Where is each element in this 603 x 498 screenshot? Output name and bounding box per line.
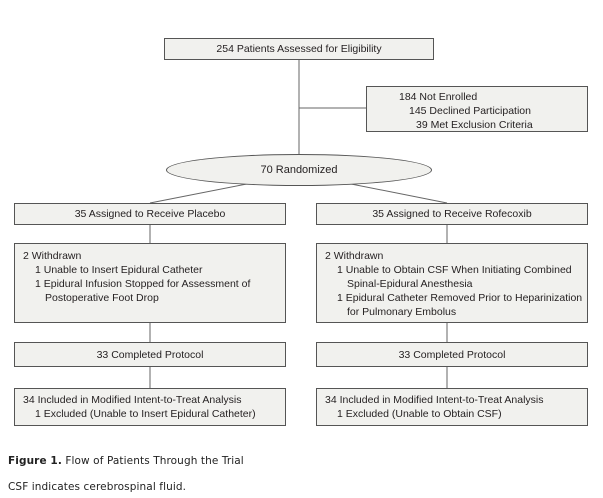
placebo-analysis-box: 34 Included in Modified Intent-to-Treat … xyxy=(14,388,286,426)
assessed-label: 254 Patients Assessed for Eligibility xyxy=(216,43,382,55)
not-enrolled-box: 184 Not Enrolled 145 Declined Participat… xyxy=(366,86,588,132)
flow-connectors xyxy=(149,59,448,388)
figure-caption: Figure 1. Flow of Patients Through the T… xyxy=(8,455,244,467)
placebo-withdrawn-item-2: 1 Epidural Infusion Stopped for Assessme… xyxy=(35,278,251,290)
declined-label: 145 Declined Participation xyxy=(409,105,531,117)
rofecoxib-excluded-label: 1 Excluded (Unable to Obtain CSF) xyxy=(337,408,502,420)
not-enrolled-title: 184 Not Enrolled xyxy=(399,91,478,103)
placebo-withdrawn-item-1: 1 Unable to Insert Epidural Catheter xyxy=(35,264,203,276)
rofecoxib-completed-label: 33 Completed Protocol xyxy=(398,348,506,361)
rofecoxib-withdrawn-item-1-cont: Spinal-Epidural Anesthesia xyxy=(347,278,473,290)
placebo-withdrawn-item-2-cont: Postoperative Foot Drop xyxy=(45,292,159,304)
rofecoxib-withdrawn-box: 2 Withdrawn 1 Unable to Obtain CSF When … xyxy=(316,243,588,323)
rofecoxib-withdrawn-item-2-cont: for Pulmonary Embolus xyxy=(347,306,457,318)
connector-randomized-rofecoxib xyxy=(335,180,448,204)
connector-randomized-placebo xyxy=(149,180,263,204)
placebo-completed-box: 33 Completed Protocol xyxy=(14,342,286,367)
placebo-assigned-box: 35 Assigned to Receive Placebo xyxy=(14,203,286,225)
rofecoxib-assigned-box: 35 Assigned to Receive Rofecoxib xyxy=(316,203,588,225)
placebo-completed-label: 33 Completed Protocol xyxy=(96,348,204,361)
placebo-withdrawn-title: 2 Withdrawn xyxy=(23,250,82,262)
placebo-withdrawn-box: 2 Withdrawn 1 Unable to Insert Epidural … xyxy=(14,243,286,323)
placebo-analysis-label: 34 Included in Modified Intent-to-Treat … xyxy=(23,394,242,406)
figure-title: Flow of Patients Through the Trial xyxy=(65,455,244,467)
rofecoxib-withdrawn-item-1: 1 Unable to Obtain CSF When Initiating C… xyxy=(337,264,572,276)
placebo-excluded-label: 1 Excluded (Unable to Insert Epidural Ca… xyxy=(35,408,256,420)
rofecoxib-withdrawn-title: 2 Withdrawn xyxy=(325,250,384,262)
randomized-label: 70 Randomized xyxy=(260,164,338,176)
rofecoxib-assigned-label: 35 Assigned to Receive Rofecoxib xyxy=(372,208,532,220)
rofecoxib-completed-box: 33 Completed Protocol xyxy=(316,342,588,367)
figure-label: Figure 1. xyxy=(8,455,62,467)
rofecoxib-withdrawn-item-2: 1 Epidural Catheter Removed Prior to Hep… xyxy=(337,292,583,304)
rofecoxib-analysis-label: 34 Included in Modified Intent-to-Treat … xyxy=(325,394,544,406)
rofecoxib-analysis-box: 34 Included in Modified Intent-to-Treat … xyxy=(316,388,588,426)
assessed-box: 254 Patients Assessed for Eligibility xyxy=(164,38,434,60)
randomized-ellipse: 70 Randomized xyxy=(166,154,432,186)
figure-note: CSF indicates cerebrospinal fluid. xyxy=(8,481,187,493)
placebo-assigned-label: 35 Assigned to Receive Placebo xyxy=(74,208,226,220)
exclusion-label: 39 Met Exclusion Criteria xyxy=(416,119,533,131)
